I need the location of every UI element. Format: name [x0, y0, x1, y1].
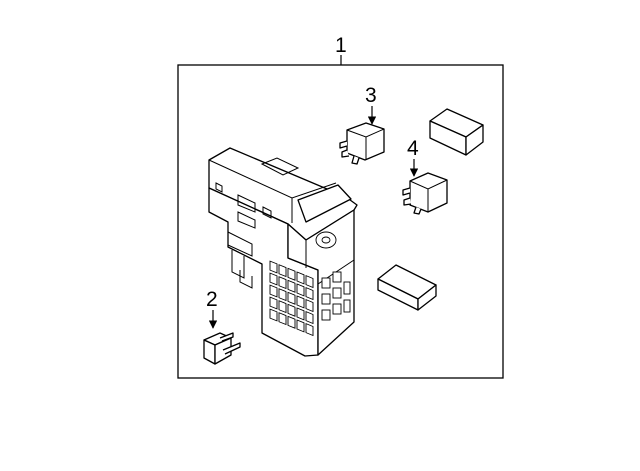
fuse-cavity-grid: [269, 260, 351, 337]
relay-part-4[interactable]: [402, 172, 448, 215]
callout-1[interactable]: 1: [335, 34, 347, 65]
callout-3-label: 3: [365, 84, 377, 107]
callout-3[interactable]: 3: [365, 84, 377, 125]
callout-1-label: 1: [335, 34, 347, 57]
relay-part-3[interactable]: [339, 122, 385, 165]
fuse-box-housing[interactable]: [208, 147, 358, 357]
callout-4[interactable]: 4: [407, 137, 419, 177]
relay-block-bottom[interactable]: [377, 264, 437, 311]
fuse-part-2[interactable]: [203, 332, 241, 365]
callout-4-label: 4: [407, 137, 419, 160]
callout-2[interactable]: 2: [206, 288, 218, 329]
relay-block-top[interactable]: [429, 108, 484, 156]
callout-2-label: 2: [206, 288, 218, 311]
